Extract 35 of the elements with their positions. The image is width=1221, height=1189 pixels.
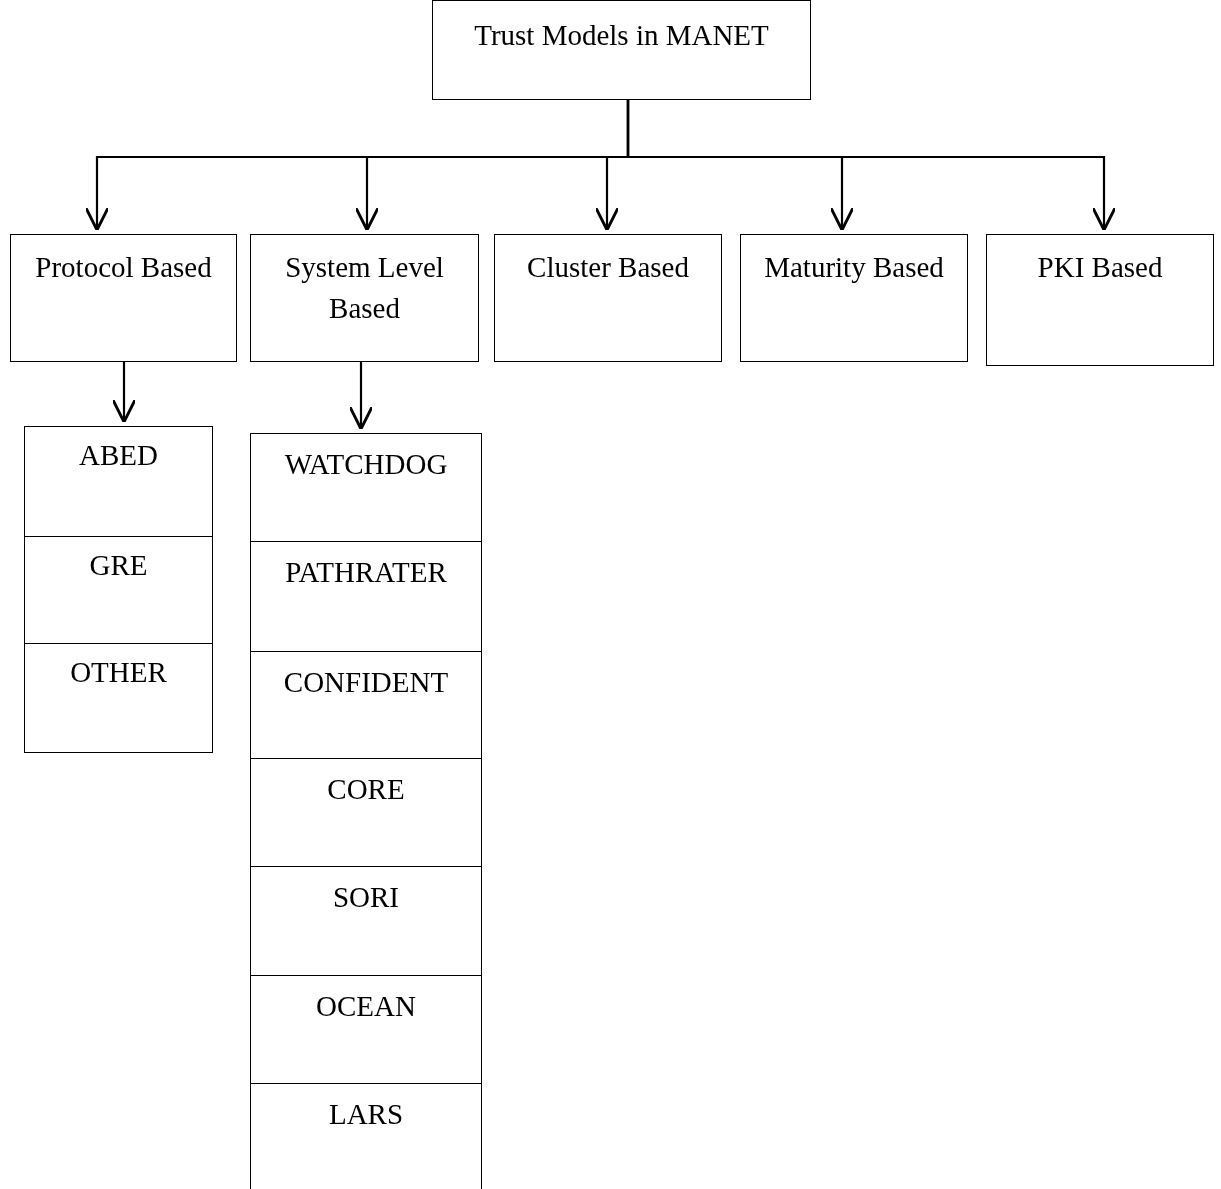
category-box [24,536,213,644]
category-box [250,234,479,362]
node-label: Cluster Based [527,250,689,285]
node-label: PKI Based [1037,250,1163,285]
node-label: ABED [79,438,158,473]
category-box [250,1083,482,1189]
node-label: PATHRATER [285,555,447,590]
node-label: System Level Based [284,250,445,326]
category-box [250,975,482,1084]
node-label: GRE [89,548,148,583]
node-label: CONFIDENT [283,665,449,700]
arrow [626,100,1117,232]
category-box [740,234,968,362]
category-box [250,758,482,867]
node-label: SORI [332,880,400,915]
node-label: Maturity Based [764,250,944,285]
node-label: OCEAN [316,989,416,1024]
arrow [111,362,137,424]
category-box [986,234,1214,366]
node-label: CORE [327,772,405,807]
node-label: OTHER [70,655,167,690]
node-label: LARS [328,1097,404,1132]
category-box [24,643,213,753]
category-box [10,234,237,362]
arrow [348,362,374,431]
node-label: WATCHDOG [284,447,448,482]
node-label: Protocol Based [35,250,212,285]
category-box [250,433,482,542]
category-box [494,234,722,362]
category-box [250,651,482,759]
category-box [250,541,482,652]
category-box [250,866,482,976]
category-box [432,0,811,100]
node-label: Trust Models in MANET [474,18,769,53]
category-box [24,426,213,537]
